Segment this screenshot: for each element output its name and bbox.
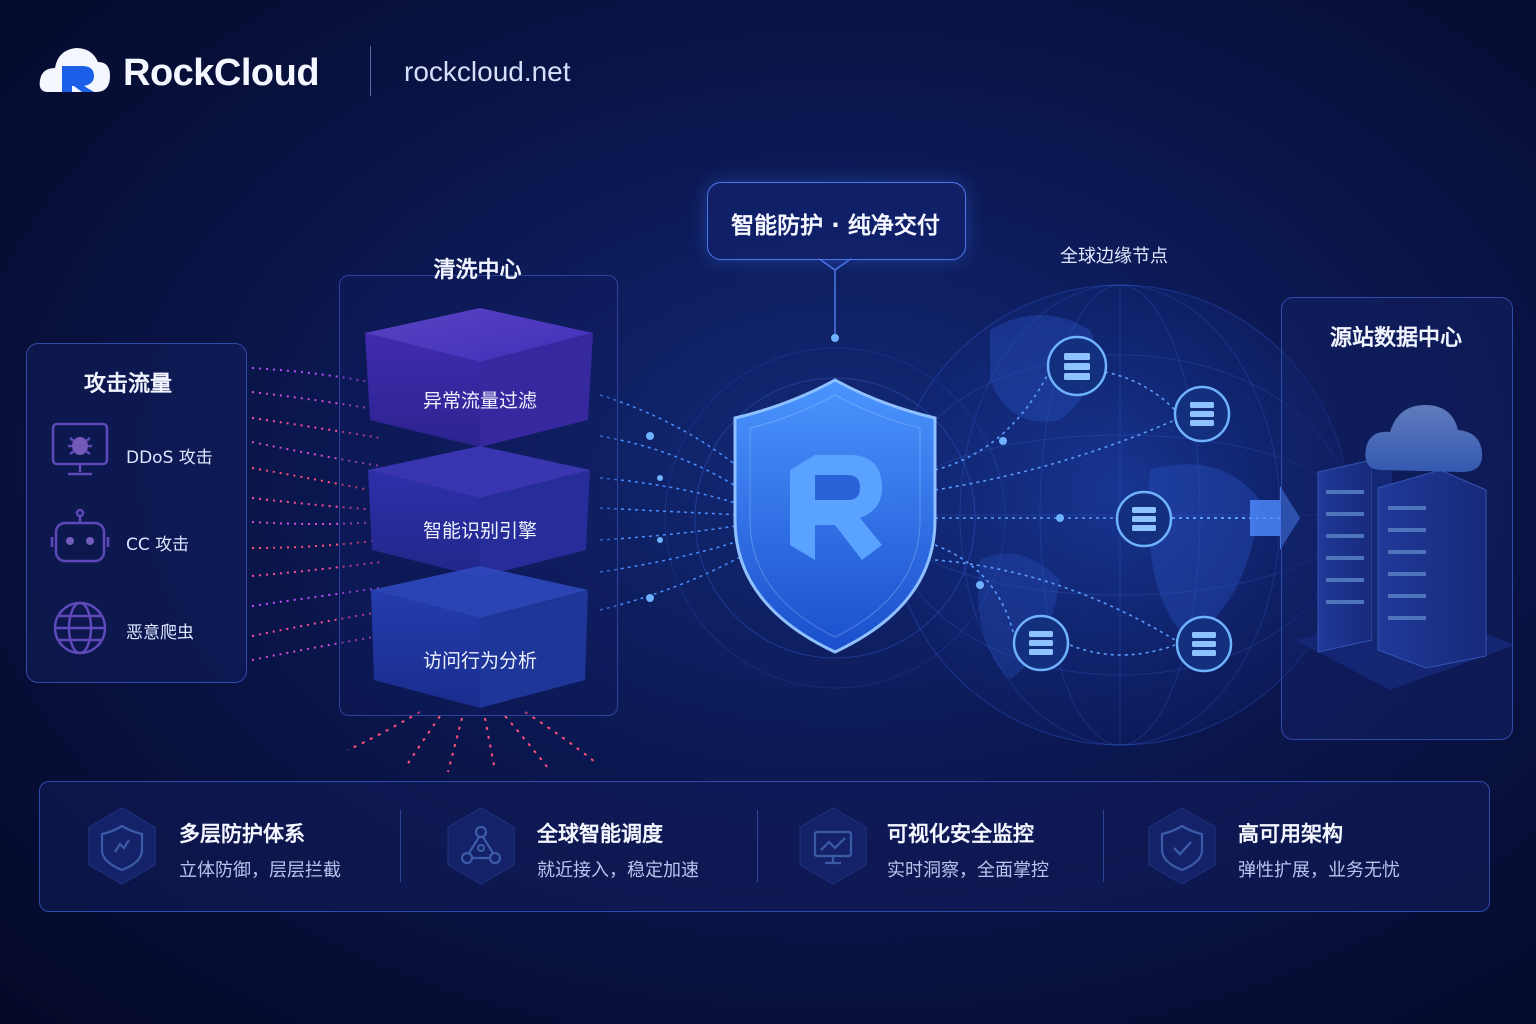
edge-distribution-lines (934, 369, 1176, 656)
cleaning-layer-filter (365, 308, 593, 447)
edge-nodes-title: 全球边缘节点 (1060, 246, 1168, 267)
bug-monitor-icon (51, 422, 109, 476)
clean-traffic-lines (599, 394, 743, 611)
feature-desc-layered: 立体防御，层层拦截 (179, 860, 341, 881)
features-bar (39, 781, 1490, 912)
layer-label-filter: 异常流量过滤 (422, 390, 537, 412)
cleaning-layer-engine (368, 446, 590, 577)
feature-divider (400, 810, 401, 882)
edge-node-icon (1012, 335, 1233, 673)
globe-icon (53, 601, 107, 655)
feature-title-scheduling: 全球智能调度 (537, 822, 663, 846)
brand-domain: rockcloud.net (404, 56, 571, 87)
attack-traffic-lines (251, 367, 381, 661)
callout-text: 智能防护 · 纯净交付 (731, 213, 940, 239)
layer-label-behavior: 访问行为分析 (422, 650, 537, 672)
feature-title-availability: 高可用架构 (1238, 822, 1343, 846)
attack-panel-title: 攻击流量 (84, 372, 173, 397)
server-rack-icon (1295, 459, 1515, 690)
cleaning-layer-behavior (371, 566, 588, 708)
header-divider (370, 46, 371, 96)
cloud-icon (1365, 405, 1483, 472)
rockcloud-logo-icon (39, 48, 110, 92)
brand-name: RockCloud (123, 52, 320, 94)
blocked-traffic-lines (347, 711, 596, 773)
callout-box (707, 182, 966, 260)
attack-item-cc: CC 攻击 (126, 535, 190, 555)
origin-datacenter-panel (1281, 297, 1513, 740)
origin-title: 源站数据中心 (1329, 326, 1462, 351)
feature-title-monitoring: 可视化安全监控 (887, 822, 1034, 846)
feature-divider (757, 810, 758, 882)
feature-desc-availability: 弹性扩展，业务无忧 (1238, 860, 1400, 881)
cleaning-center-title: 清洗中心 (433, 258, 522, 283)
feature-title-layered: 多层防护体系 (179, 822, 305, 846)
robot-icon (50, 508, 110, 563)
feature-desc-scheduling: 就近接入，稳定加速 (537, 860, 699, 881)
shield-r-logo-icon (733, 378, 937, 654)
feature-divider (1103, 810, 1104, 882)
layer-label-engine: 智能识别引擎 (422, 520, 537, 542)
cleaning-center-panel (339, 275, 618, 716)
attack-traffic-panel (26, 343, 247, 683)
attack-item-crawler: 恶意爬虫 (126, 623, 194, 643)
attack-item-ddos: DDoS 攻击 (126, 448, 213, 468)
feature-desc-monitoring: 实时洞察，全面掌控 (887, 860, 1049, 881)
